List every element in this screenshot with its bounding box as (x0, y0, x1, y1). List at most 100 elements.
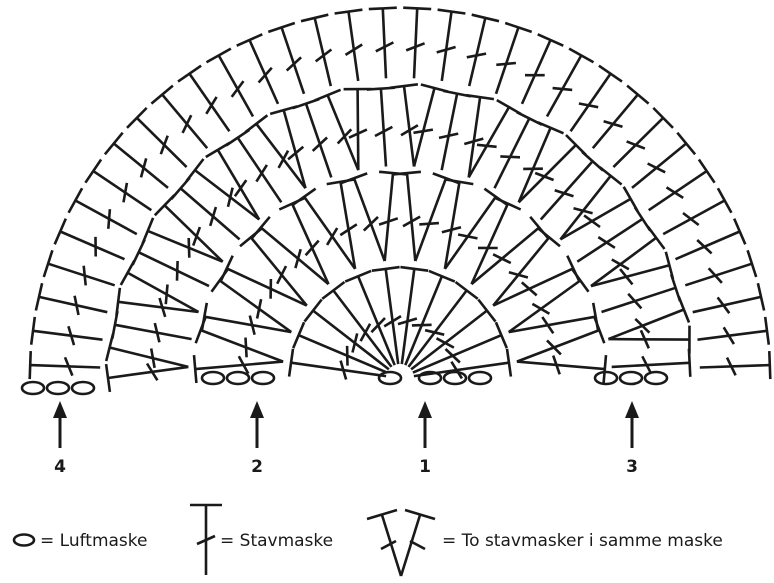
stitch-stroke (325, 227, 339, 246)
legend-double-crochet-label: = Stavmaske (220, 531, 333, 551)
stitch-stroke (47, 262, 116, 287)
stitch-stroke (159, 135, 169, 155)
stitch-stroke (463, 137, 484, 146)
stitch-stroke (529, 215, 550, 240)
stitch-stroke (34, 282, 44, 311)
double-crochet-stitch (436, 8, 466, 82)
double-crochet-stitch (407, 280, 479, 368)
double-crochet-stitch (612, 106, 674, 169)
stitch-stroke (255, 123, 307, 189)
stitch-stroke (404, 275, 444, 366)
stitch-stroke (204, 315, 292, 334)
chain-stitch (377, 370, 403, 386)
stitch-stroke (722, 326, 736, 345)
stitch-stroke (205, 141, 231, 159)
stitch-stroke (436, 45, 456, 54)
stitch-stroke (699, 363, 770, 369)
chain-stitch (20, 380, 46, 396)
stitch-stroke (569, 72, 612, 133)
stitch-stroke (435, 337, 455, 349)
stitch-stroke (697, 329, 768, 341)
stitch-stroke (74, 199, 138, 236)
stitch-stroke (470, 203, 510, 285)
double-crochet-stitch (389, 83, 419, 167)
stitch-stroke (205, 47, 232, 64)
stitch-stroke (332, 289, 393, 368)
stitch-stroke (375, 41, 394, 53)
stitch-stroke (676, 131, 697, 156)
row-arrows (53, 401, 639, 448)
stitch-stroke (32, 329, 103, 341)
stitch-stroke (627, 292, 643, 310)
stitch-stroke (763, 316, 771, 345)
stitch-stroke (117, 300, 199, 314)
stitch-stroke (192, 354, 198, 384)
stitch-stroke (257, 66, 273, 84)
stitch-stroke (379, 88, 388, 167)
stitch-stroke (412, 334, 502, 374)
chain-stitch (643, 370, 669, 386)
stitch-stroke (641, 355, 653, 375)
stitch-stroke (539, 160, 594, 221)
stitch-stroke (534, 171, 555, 182)
stitch-stroke (590, 264, 670, 288)
stitch-stroke (443, 196, 497, 270)
stitch-stroke (492, 267, 574, 307)
double-crochet-stitch (115, 287, 199, 318)
double-crochet-stitch (608, 325, 691, 354)
double-crochet-stitch (194, 316, 284, 363)
double-crochet-stitch (413, 348, 513, 380)
double-crochet-stitch (239, 227, 308, 307)
stitch-stroke (153, 322, 161, 343)
stitch-stroke (402, 85, 416, 167)
stitch-stroke (554, 189, 574, 198)
stitch-stroke (476, 143, 497, 149)
stitch-stroke (665, 186, 684, 200)
double-crochet-stitch (131, 239, 210, 288)
stitch-stroke (314, 48, 333, 63)
double-crochet-stitch (150, 84, 209, 150)
stitch-stroke (368, 6, 397, 11)
stitch-stroke (602, 354, 608, 384)
stitch-stroke (63, 356, 74, 377)
stitch-stroke (545, 54, 583, 118)
stitch-stroke (233, 179, 248, 197)
double-crochet-stitch (104, 362, 189, 393)
stitch-stroke (583, 214, 601, 229)
double-crochet-stitch (344, 269, 396, 366)
stitch-stroke (541, 316, 555, 335)
stitch-stroke (200, 328, 284, 363)
stitch-stroke (612, 116, 665, 169)
stitch-stroke (378, 170, 408, 176)
stitch-stroke (280, 27, 306, 95)
stitch-stroke (195, 360, 284, 371)
stitch-stroke (218, 279, 293, 334)
legend-two-dc-label: = To stavmasker i samme maske (442, 531, 723, 551)
stitch-stroke (161, 93, 209, 150)
stitch-stroke (303, 298, 323, 323)
stitch-stroke (504, 21, 533, 34)
stitch-stroke (622, 186, 639, 212)
double-crochet-stitch (697, 316, 771, 345)
stitch-stroke (300, 13, 329, 23)
stitch-stroke (591, 93, 639, 150)
stitch-stroke (443, 181, 461, 270)
chain-stitch (200, 370, 226, 386)
stitch-stroke (362, 215, 379, 232)
stitch-stroke (611, 361, 690, 369)
stitch-stroke (507, 279, 582, 334)
stitch-stroke (432, 172, 460, 185)
double-crochet-stitch (397, 265, 429, 365)
stitch-stroke (158, 297, 167, 318)
stitch-stroke (639, 329, 650, 349)
stitch-stroke (674, 230, 741, 261)
stitch-stroke (84, 158, 103, 184)
stitch-stroke (608, 337, 690, 341)
stitch-stroke (440, 11, 453, 82)
stitch-stroke (565, 134, 587, 156)
stitch-stroke (287, 145, 305, 161)
stitch-stroke (414, 177, 448, 262)
double-crochet-stitch (292, 321, 388, 374)
double-crochet-stitch (368, 6, 397, 79)
double-crochet-stitch (185, 158, 260, 221)
